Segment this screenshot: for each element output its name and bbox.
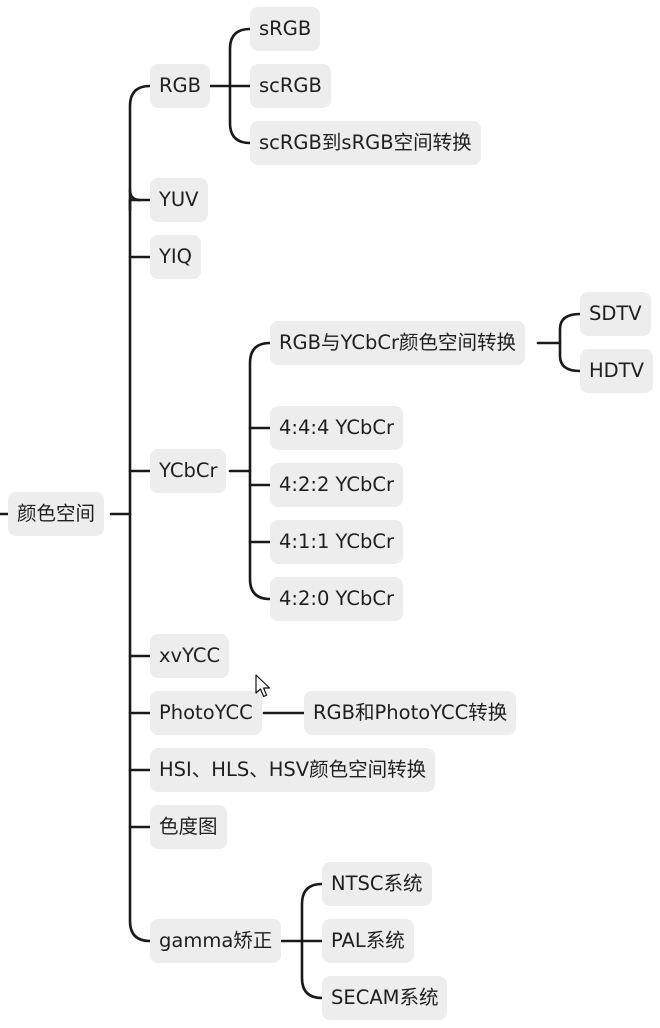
mouse-cursor-icon [255, 674, 271, 698]
node-ycbcr-444[interactable]: 4:4:4 YCbCr [270, 406, 404, 450]
node-gamma[interactable]: gamma矫正 [150, 919, 282, 963]
node-xvycc[interactable]: xvYCC [150, 634, 230, 678]
conversion-trunk [558, 312, 582, 373]
node-ycbcr-411[interactable]: 4:1:1 YCbCr [270, 520, 404, 564]
node-chromaticity[interactable]: 色度图 [150, 805, 227, 849]
node-yiq[interactable]: YIQ [150, 235, 202, 279]
node-photoycc[interactable]: PhotoYCC [150, 691, 262, 735]
node-pal[interactable]: PAL系统 [322, 919, 414, 963]
node-hdtv[interactable]: HDTV [580, 349, 653, 393]
node-secam[interactable]: SECAM系统 [322, 976, 448, 1020]
root-trunk [128, 84, 152, 943]
node-ycbcr-422[interactable]: 4:2:2 YCbCr [270, 463, 404, 507]
node-hsi-hls-hsv[interactable]: HSI、HLS、HSV颜色空间转换 [150, 748, 436, 792]
node-ntsc[interactable]: NTSC系统 [322, 862, 432, 906]
root-node[interactable]: 颜色空间 [8, 492, 105, 536]
node-sdtv[interactable]: SDTV [580, 292, 651, 336]
node-scrgb-to-srgb[interactable]: scRGB到sRGB空间转换 [250, 121, 481, 165]
node-ycbcr[interactable]: YCbCr [150, 449, 227, 493]
node-rgb-ycbcr-conversion[interactable]: RGB与YCbCr颜色空间转换 [270, 321, 526, 365]
node-scrgb[interactable]: scRGB [250, 64, 331, 108]
node-ycbcr-420[interactable]: 4:2:0 YCbCr [270, 577, 404, 621]
node-yuv[interactable]: YUV [150, 178, 208, 222]
node-rgb[interactable]: RGB [150, 64, 211, 108]
node-srgb[interactable]: sRGB [250, 7, 321, 51]
node-rgb-photoycc[interactable]: RGB和PhotoYCC转换 [304, 691, 517, 735]
ycbcr-trunk [248, 341, 272, 601]
